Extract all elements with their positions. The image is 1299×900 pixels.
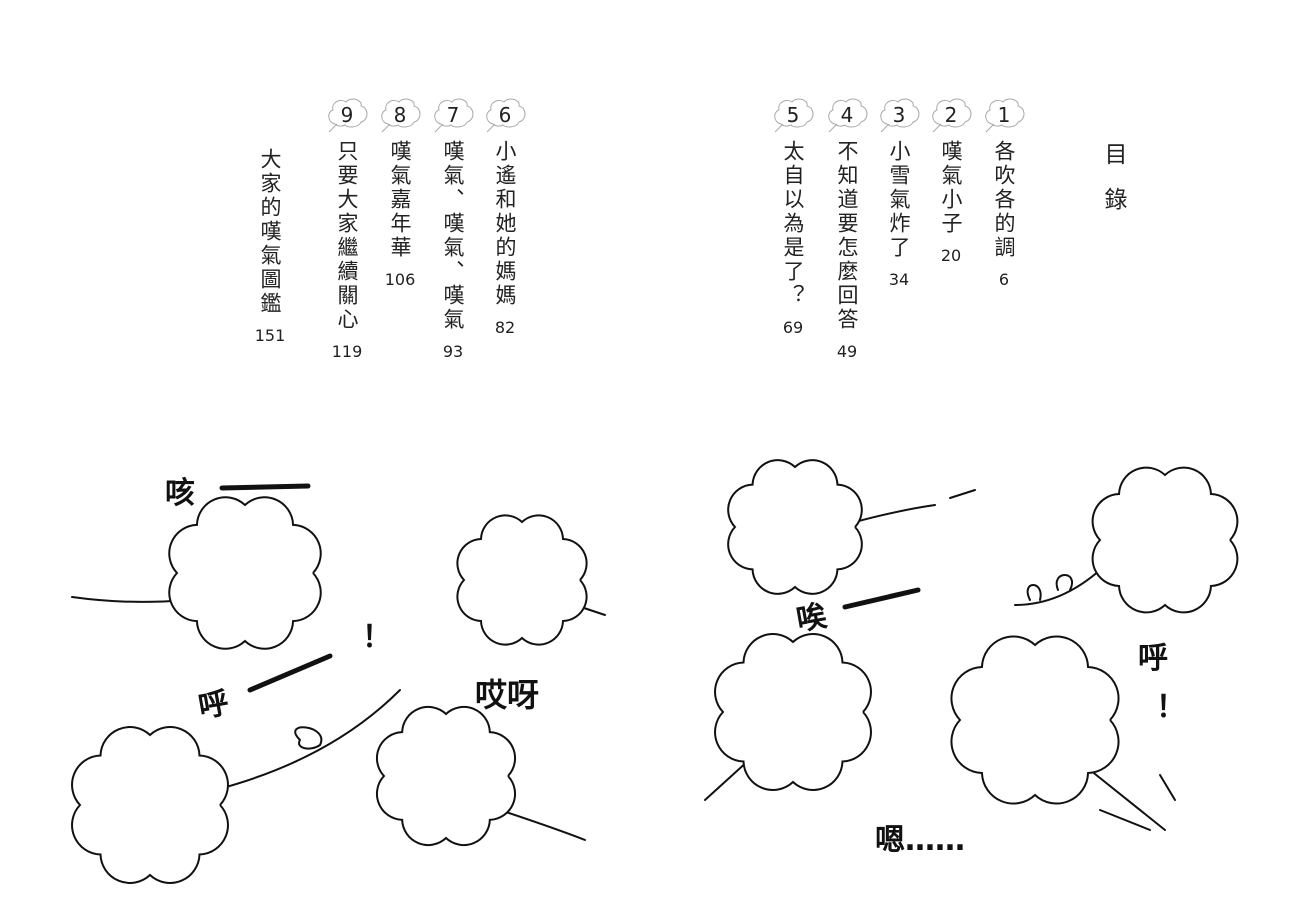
cloud-character	[168, 496, 322, 650]
chapter-number: 2	[944, 103, 958, 127]
chapter-title: 只要大家繼續關心	[335, 140, 359, 332]
chapter-number-badge: 4	[827, 98, 868, 133]
appendix-title: 大家的嘆氣圖鑑	[258, 148, 282, 316]
chapter-page: 82	[494, 318, 516, 337]
chapter-page: 6	[998, 270, 1010, 289]
sfx-cough: 咳	[165, 476, 195, 511]
chapter-number: 1	[997, 103, 1011, 127]
chapter-number-badge: 1	[984, 98, 1025, 133]
motion-line	[854, 504, 936, 523]
chapter-title: 小遙和她的媽媽	[493, 140, 517, 308]
motion-line	[294, 726, 323, 750]
motion-line	[1089, 769, 1166, 831]
chapter-number-badge: 3	[879, 98, 920, 133]
chapter-number-badge: 5	[773, 98, 814, 133]
sfx-huff-exclaim: ！	[1156, 690, 1186, 725]
motion-line	[219, 483, 311, 491]
motion-line	[1159, 774, 1176, 801]
chapter-number: 9	[340, 103, 354, 127]
cloud-character	[375, 705, 517, 847]
toc-entry: 8 嘆氣嘉年華 106	[380, 98, 421, 289]
motion-line	[71, 596, 186, 603]
sfx-oops: 哎呀	[475, 676, 540, 714]
chapter-number: 4	[840, 103, 854, 127]
chapter-number: 5	[786, 103, 800, 127]
chapter-title: 嘆氣小子	[939, 140, 963, 236]
chapter-title: 嘆氣、嘆氣、嘆氣	[441, 140, 465, 332]
chapter-number: 6	[498, 103, 512, 127]
chapter-number: 3	[892, 103, 906, 127]
toc-entry: 9 只要大家繼續關心 119	[327, 98, 368, 361]
chapter-page: 49	[836, 342, 858, 361]
toc-entry: 2 嘆氣小子 20	[931, 98, 972, 265]
toc-entry: 5 太自以為是了？ 69	[773, 98, 814, 337]
cloud-character	[71, 726, 229, 884]
chapter-number-badge: 7	[433, 98, 474, 133]
chapter-number: 7	[446, 103, 460, 127]
motion-line	[499, 809, 586, 841]
toc-entry-appendix: 大家的嘆氣圖鑑 151	[250, 140, 290, 345]
sfx-exclaim: ！	[362, 620, 392, 655]
appendix-page: 151	[254, 326, 286, 345]
toc-entry: 6 小遙和她的媽媽 82	[485, 98, 526, 337]
chapter-page: 34	[888, 270, 910, 289]
motion-line	[214, 689, 401, 791]
toc-entry: 7 嘆氣、嘆氣、嘆氣 93	[433, 98, 474, 361]
cloud-character	[950, 635, 1120, 805]
chapter-number-badge: 9	[327, 98, 368, 133]
chapter-page: 119	[331, 342, 363, 361]
chapter-title: 小雪氣炸了	[887, 140, 911, 260]
chapter-number: 8	[393, 103, 407, 127]
chapter-page: 93	[442, 342, 464, 361]
cloud-character	[714, 633, 872, 791]
motion-line	[842, 587, 921, 610]
cloud-character	[1091, 466, 1239, 614]
chapter-page: 20	[940, 246, 962, 265]
chapter-number-badge: 6	[485, 98, 526, 133]
chapter-title: 不知道要怎麼回答	[835, 140, 859, 332]
toc-entry: 3 小雪氣炸了 34	[879, 98, 920, 289]
chapter-number-badge: 2	[931, 98, 972, 133]
toc-entry: 4 不知道要怎麼回答 49	[827, 98, 868, 361]
toc-entry: 1 各吹各的調 6	[984, 98, 1025, 289]
motion-line	[247, 653, 333, 693]
toc-heading: 目錄	[1100, 142, 1126, 232]
chapter-number-badge: 8	[380, 98, 421, 133]
chapter-page: 106	[384, 270, 416, 289]
chapter-title: 太自以為是了？	[781, 140, 805, 308]
motion-line	[1099, 809, 1151, 831]
motion-line	[1026, 574, 1073, 601]
motion-line	[949, 489, 976, 499]
cloud-character	[727, 459, 863, 595]
chapter-page: 69	[782, 318, 804, 337]
sfx-huff: 呼	[1138, 641, 1168, 676]
motion-line	[1014, 569, 1101, 606]
chapter-title: 各吹各的調	[992, 140, 1016, 260]
sfx-hmm: 嗯……	[875, 823, 965, 858]
cloud-character	[456, 514, 588, 646]
chapter-title: 嘆氣嘉年華	[388, 140, 412, 260]
